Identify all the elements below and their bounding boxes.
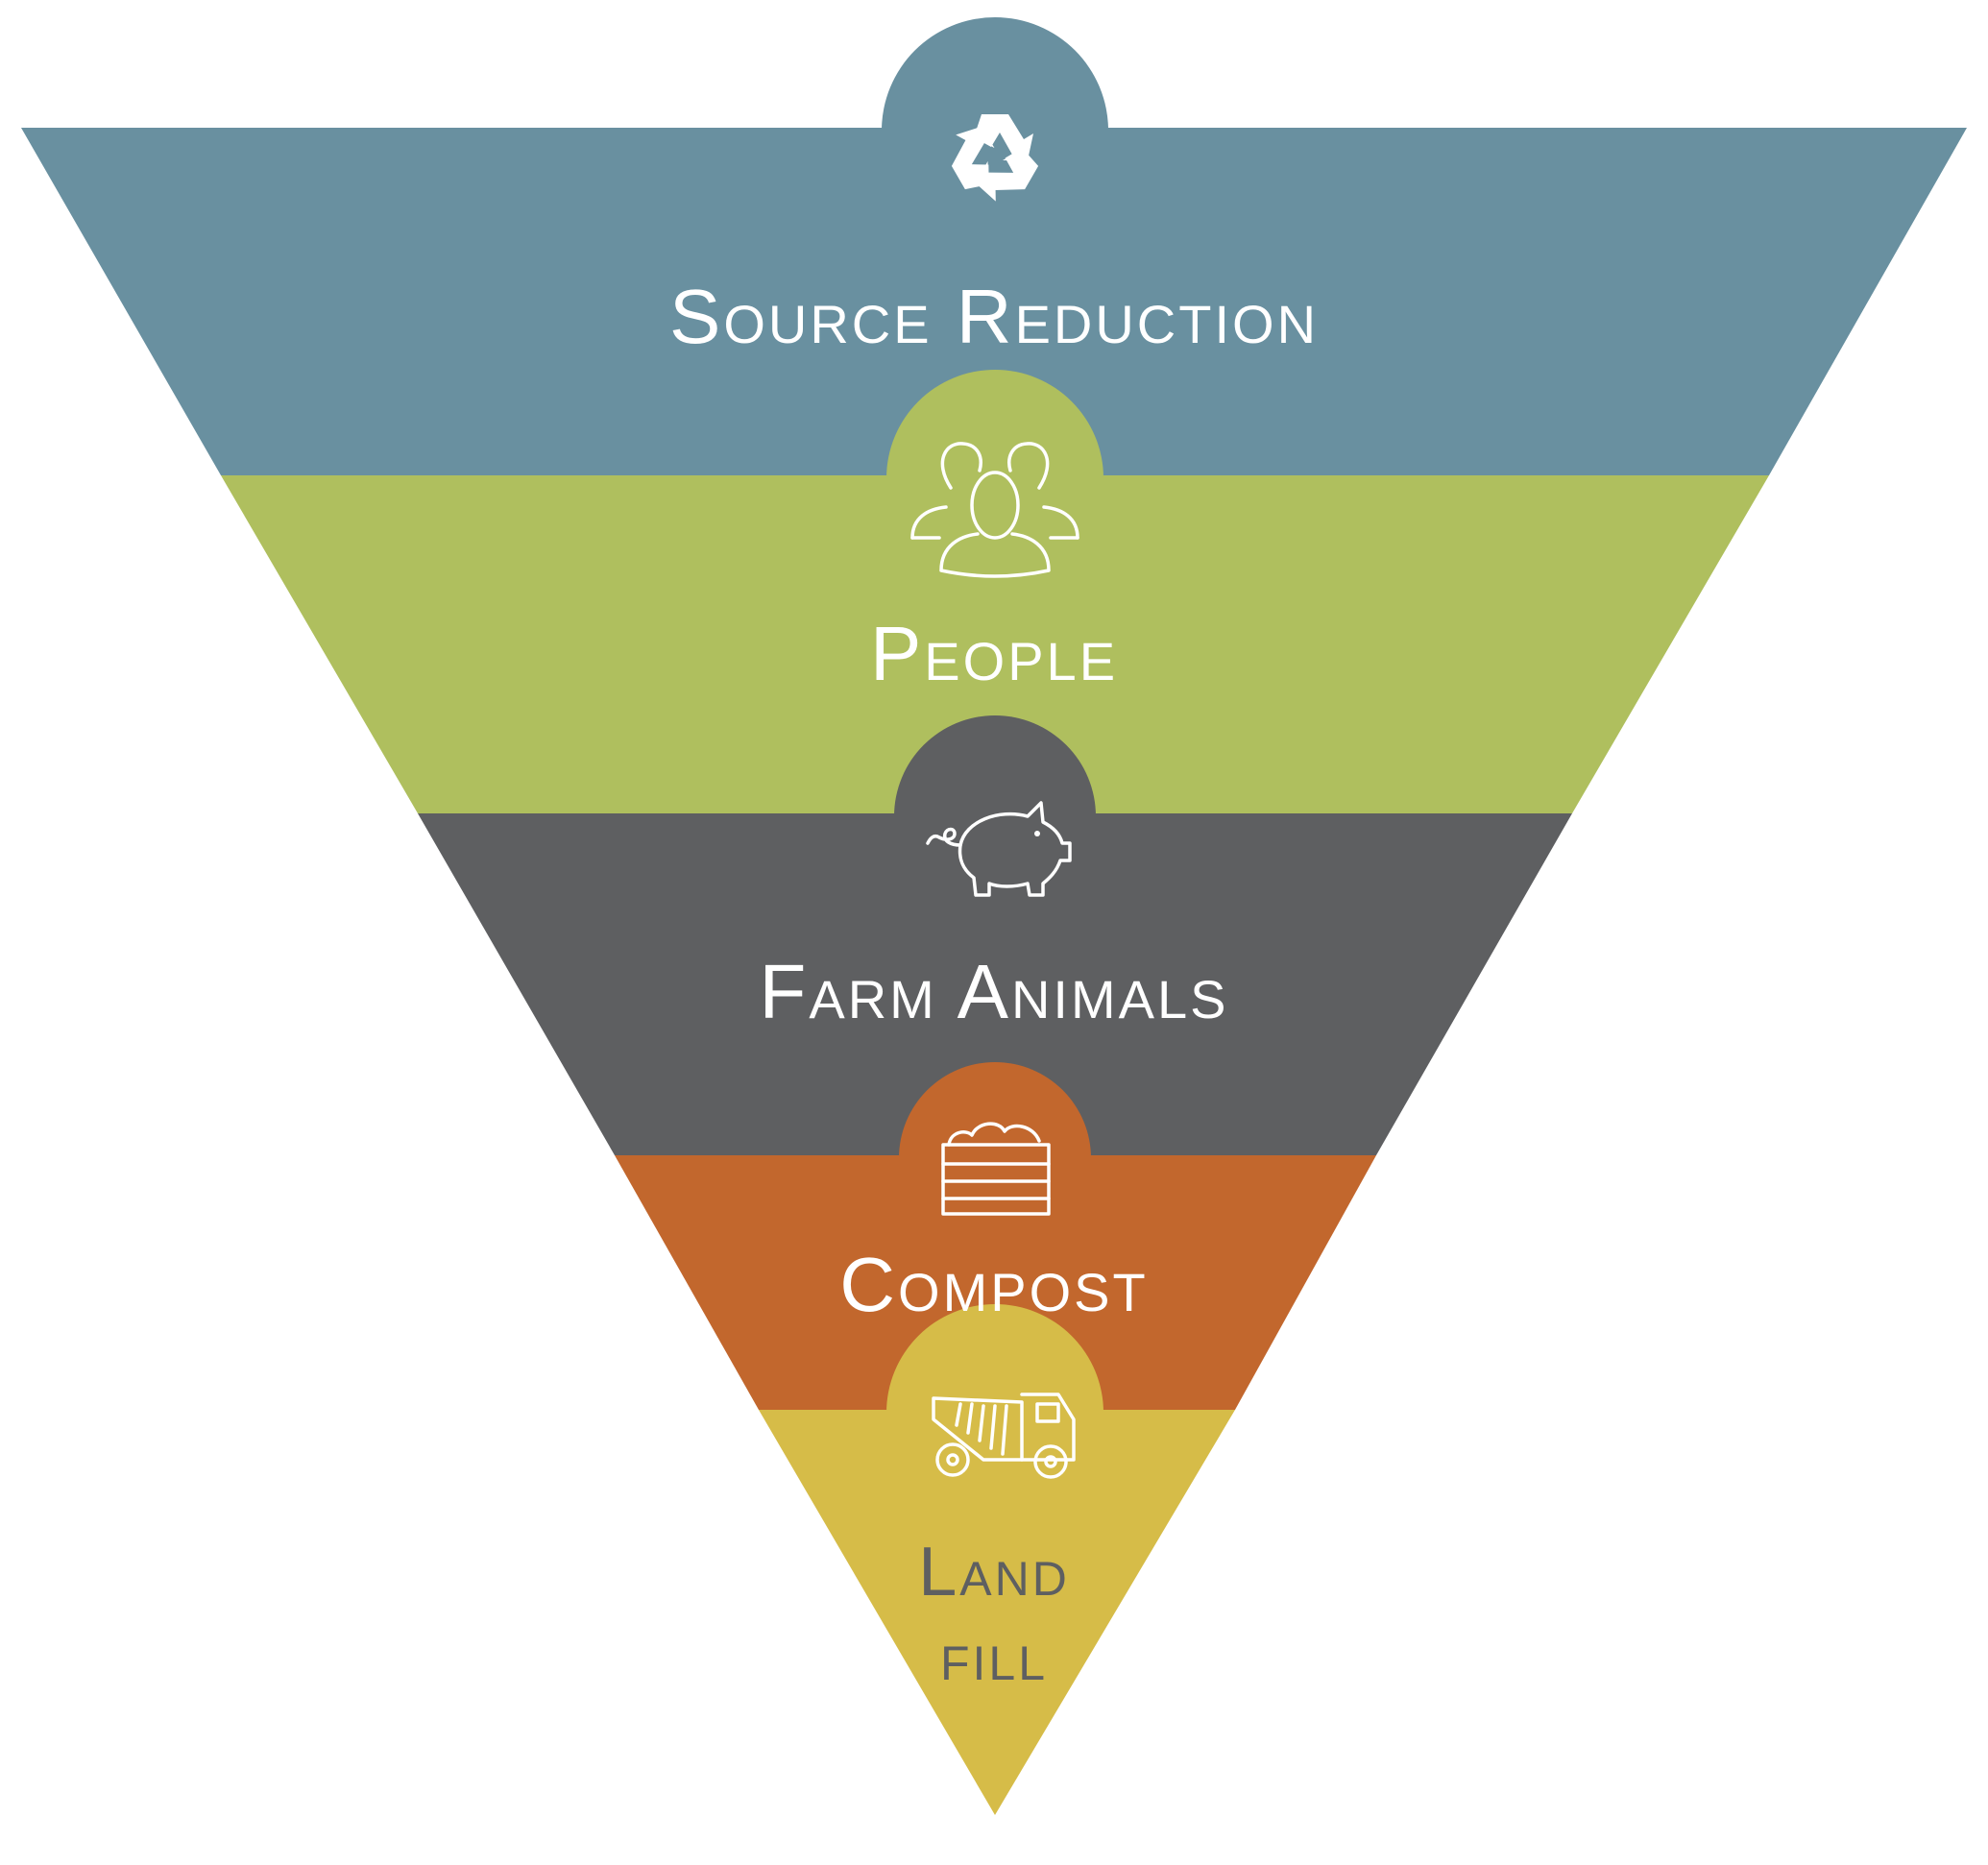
tier-label-landfill-line-1: Land — [918, 1534, 1070, 1611]
pig-icon — [926, 801, 1072, 897]
tier-label-landfill: Land fill — [0, 1530, 1988, 1699]
people-group-icon — [910, 442, 1079, 578]
tier-band-people — [221, 475, 1769, 813]
recycle-icon — [951, 114, 1039, 202]
dump-truck-icon — [932, 1393, 1076, 1479]
tier-band-source-reduction — [21, 128, 1967, 475]
tier-dome-people — [886, 370, 1103, 478]
tier-dome-farm-animals — [894, 715, 1096, 816]
tier-band-farm-animals — [418, 813, 1572, 1155]
tier-label-source-reduction: Source Reduction — [668, 274, 1320, 359]
tier-dome-landfill — [886, 1304, 1103, 1413]
tier-label-landfill-line-2: fill — [939, 1618, 1049, 1695]
tier-label-people: People — [869, 611, 1119, 696]
tier-band-compost — [615, 1155, 1376, 1410]
tier-band-landfill — [759, 1410, 1235, 1815]
tier-label-farm-animals: Farm Animals — [759, 949, 1229, 1034]
compost-bin-icon — [941, 1122, 1051, 1216]
tier-dome-source-reduction — [882, 17, 1108, 131]
tier-dome-compost — [899, 1062, 1091, 1158]
tier-label-compost: Compost — [839, 1242, 1149, 1327]
